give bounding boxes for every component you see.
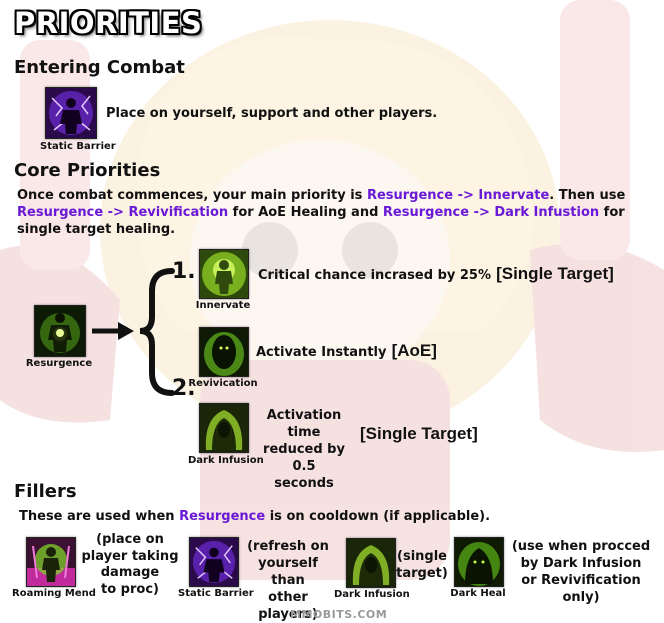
highlight-resurgence-revivification: Resurgence -> Revivification: [17, 205, 229, 220]
fillers-note-text: is on cooldown (if applicable).: [265, 509, 491, 524]
dark-heal-line: by Dark Infusion: [520, 556, 642, 571]
dark-infusion-label: Dark Infusion: [188, 455, 264, 466]
intro-text: . Then use: [549, 188, 626, 203]
priority-arrow-brace: [92, 268, 175, 396]
fillers-note: These are used when Resurgence is on coo…: [19, 508, 490, 525]
single-target-tag: [Single Target]: [496, 264, 614, 283]
static-barrier-line: yourself than: [258, 556, 318, 588]
roaming-mend-line: to proc): [101, 581, 159, 597]
roaming-mend-line: (place on: [96, 532, 164, 547]
intro-line-1: Once combat commences, your main priorit…: [17, 187, 657, 204]
core-priorities-heading: Core Priorities: [14, 160, 161, 181]
innervate-label: Innervate: [195, 300, 251, 311]
static-barrier-label: Static Barrier: [178, 588, 254, 599]
dark-infusion-line: (single: [397, 549, 447, 564]
roaming-mend-line: player taking: [81, 548, 179, 564]
intro-text: for: [599, 205, 625, 220]
priority-marker-2: 2.: [172, 376, 196, 401]
fillers-note-text: These are used when: [19, 509, 180, 524]
revivication-icon: [199, 327, 249, 377]
static-barrier-label: Static Barrier: [40, 141, 116, 152]
roaming-mend-icon: [26, 537, 76, 587]
dark-infusion-filler-description: (single target): [396, 548, 448, 582]
page-title: PRIORITIES: [14, 6, 203, 40]
dark-infusion-line: target): [396, 566, 448, 581]
priority-marker-1: 1.: [172, 259, 196, 284]
dark-heal-line: (use when procced: [511, 539, 651, 554]
innervate-description: Critical chance incrased by 25% [Single …: [258, 264, 614, 284]
dark-infusion-effect-line: seconds: [274, 476, 334, 491]
resurgence-icon: [34, 305, 86, 357]
core-priorities-intro: Once combat commences, your main priorit…: [17, 187, 657, 238]
intro-text: Once combat commences, your main priorit…: [17, 188, 367, 203]
revivication-label: Revivication: [188, 378, 258, 389]
static-barrier-icon: [189, 537, 239, 587]
intro-text: for AoE Healing and: [228, 205, 383, 220]
static-barrier-line: other players): [258, 590, 318, 622]
dark-infusion-effect-line: reduced by 0.5: [263, 442, 345, 474]
dark-infusion-icon: [199, 403, 249, 453]
aoe-tag: [AoE]: [391, 341, 437, 360]
dark-heal-label: Dark Heal: [450, 588, 506, 599]
static-barrier-description: (refresh on yourself than other players): [240, 538, 336, 623]
revivication-effect-text: Activate Instantly: [256, 345, 387, 360]
dark-infusion-icon: [346, 538, 396, 588]
resurgence-label: Resurgence: [25, 358, 93, 369]
dark-infusion-description: Activation time reduced by 0.5 seconds: [254, 407, 354, 492]
innervate-effect-text: Critical chance incrased by 25%: [258, 268, 491, 283]
dark-heal-description: (use when procced by Dark Infusion or Re…: [508, 538, 654, 606]
highlight-resurgence: Resurgence: [179, 509, 266, 524]
roaming-mend-label: Roaming Mend: [12, 588, 96, 599]
highlight-resurgence-dark-infustion: Resurgence -> Dark Infustion: [382, 205, 600, 220]
static-barrier-line: (refresh on: [247, 539, 329, 554]
dark-heal-line: or Revivification only): [521, 573, 641, 605]
fillers-heading: Fillers: [14, 481, 77, 502]
entering-combat-text: Place on yourself, support and other pla…: [106, 106, 438, 121]
roaming-mend-line: damage: [100, 565, 160, 580]
highlight-resurgence-innervate: Resurgence -> Innervate: [366, 188, 550, 203]
site-watermark: MMOBITS.COM: [290, 608, 388, 621]
dark-infusion-effect-line: Activation time: [266, 408, 342, 440]
static-barrier-icon: [45, 87, 97, 139]
intro-line-2: Resurgence -> Revivification for AoE Hea…: [17, 204, 657, 221]
revivication-description: Activate Instantly [AoE]: [256, 341, 437, 361]
dark-heal-icon: [454, 537, 504, 587]
innervate-icon: [199, 249, 249, 299]
roaming-mend-description: (place on player taking damage to proc): [80, 532, 180, 598]
intro-line-3: single target healing.: [17, 222, 176, 237]
dark-infusion-label: Dark Infusion: [334, 589, 410, 600]
entering-combat-heading: Entering Combat: [14, 57, 185, 78]
single-target-tag: [Single Target]: [360, 424, 478, 443]
